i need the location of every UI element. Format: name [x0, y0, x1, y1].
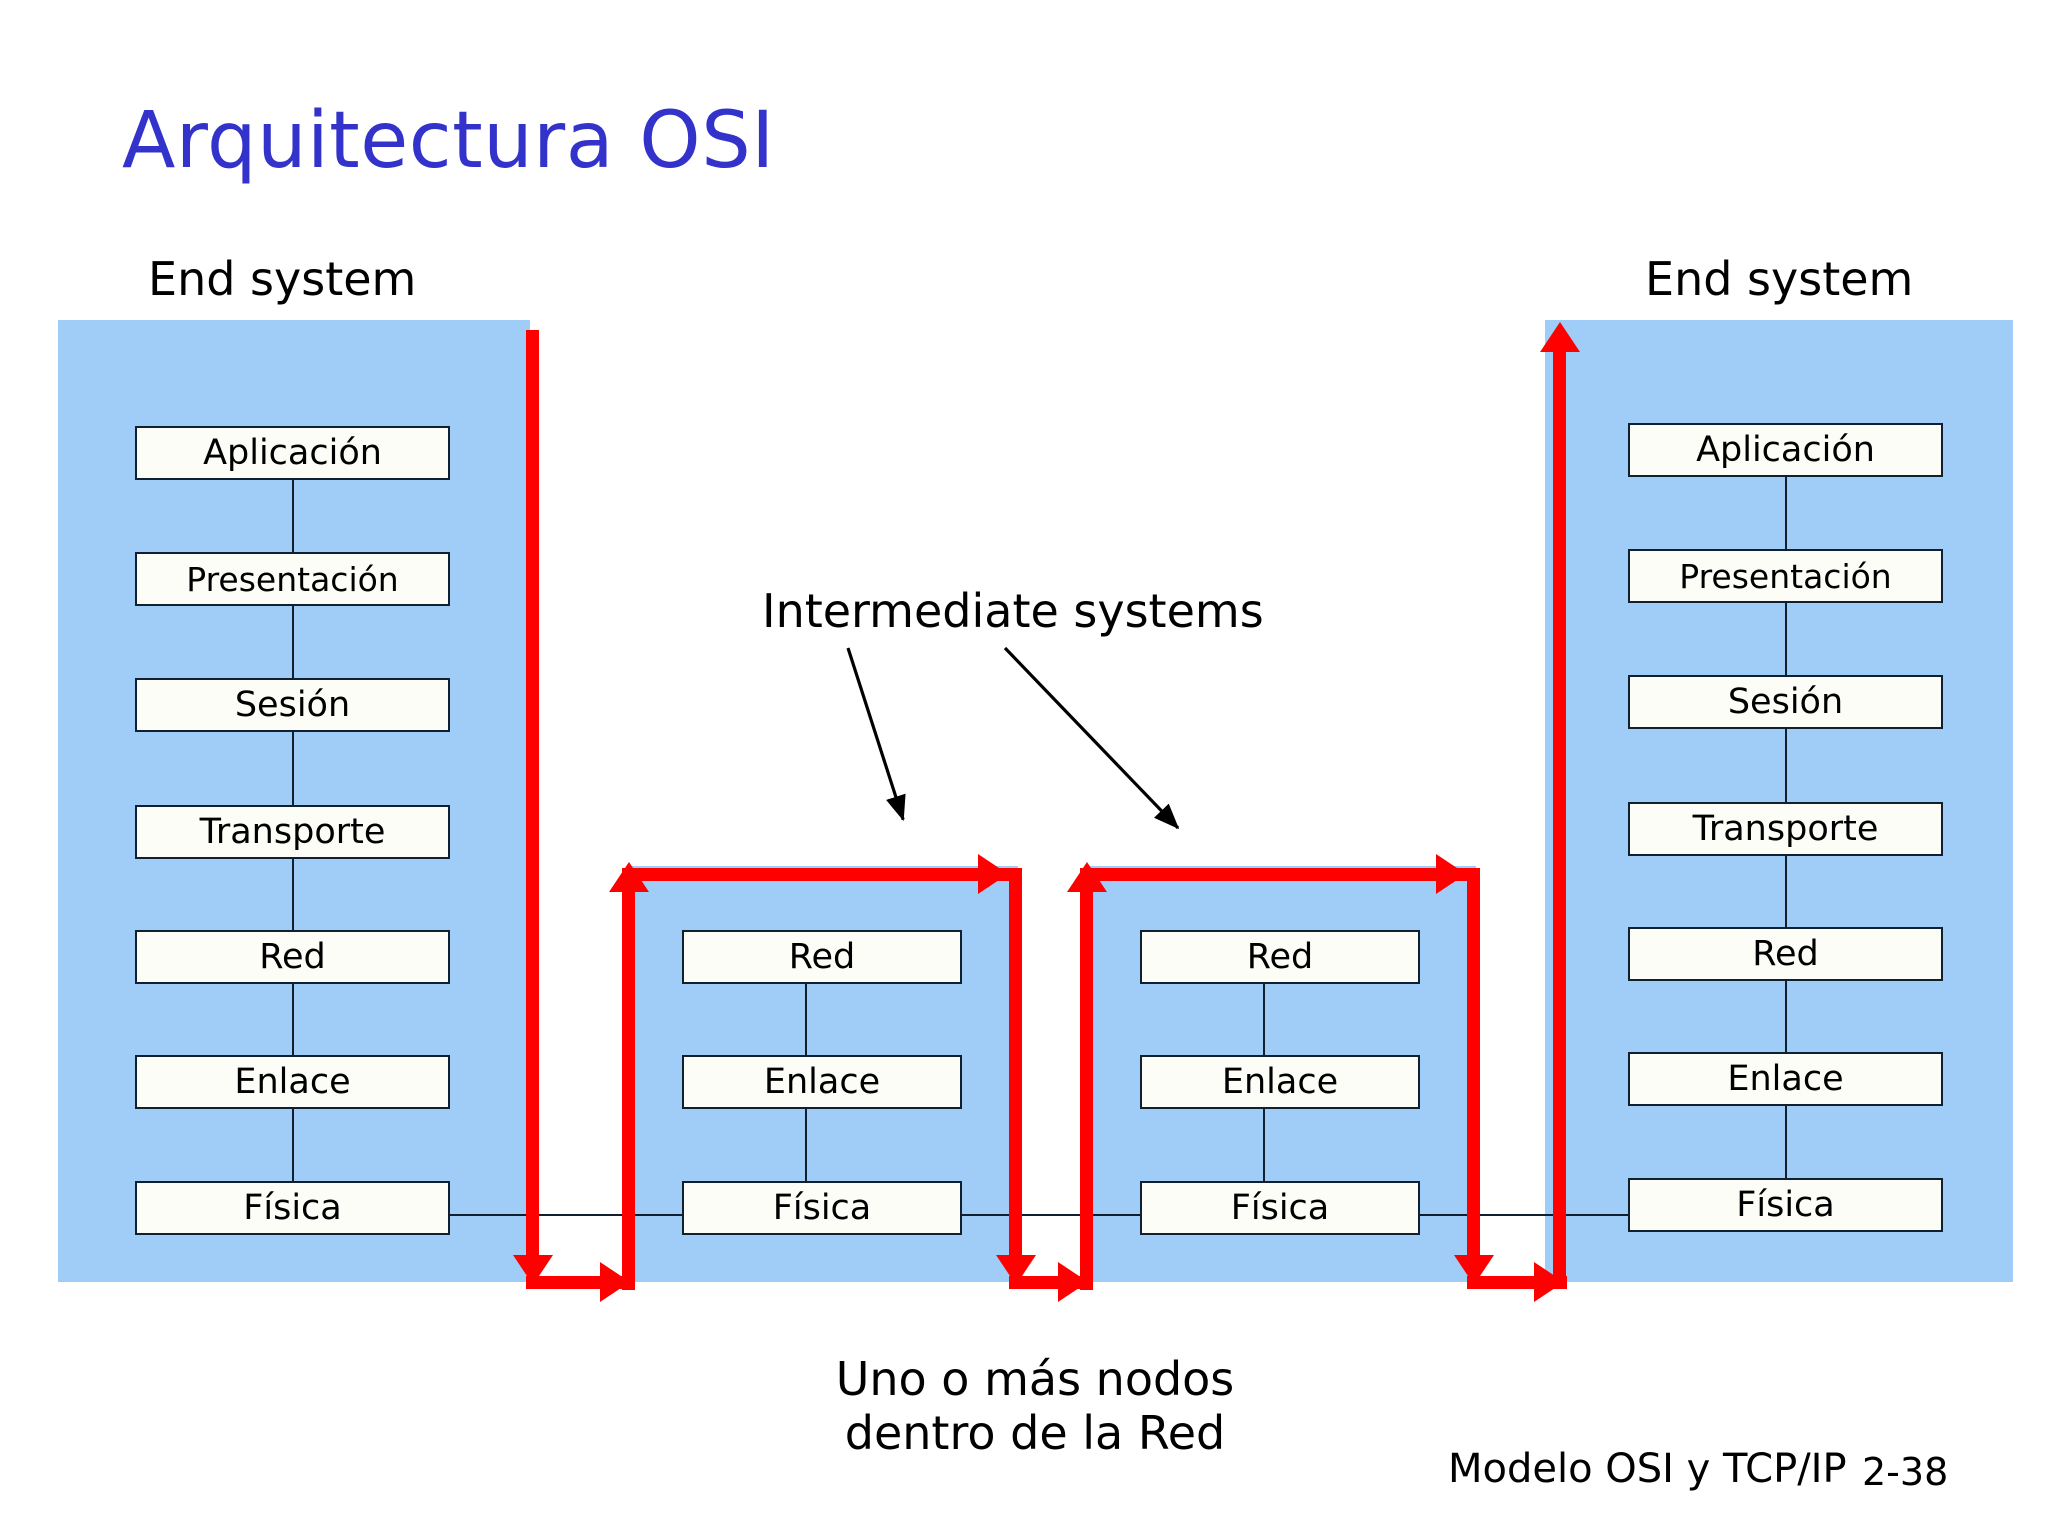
layer-box-enlace-mid2[interactable]: Enlace — [1140, 1055, 1420, 1109]
layer-connector — [292, 606, 294, 678]
layer-connector — [292, 984, 294, 1055]
layer-box-red-right[interactable]: Red — [1628, 927, 1943, 981]
callout-arrow-left — [846, 647, 906, 822]
layer-box-enlace-right[interactable]: Enlace — [1628, 1052, 1943, 1106]
layer-connector — [1785, 981, 1787, 1052]
layer-connector — [1785, 477, 1787, 549]
end-system-left-panel — [58, 320, 530, 1282]
medium-link-left — [450, 1214, 682, 1216]
end-system-right-panel — [1545, 320, 2013, 1282]
intermediate-systems-callout-arrows — [846, 646, 1180, 830]
layer-box-aplicacion-right[interactable]: Aplicación — [1628, 423, 1943, 477]
flow-arrow-down-mid2 — [1467, 868, 1480, 1260]
layer-box-red-left[interactable]: Red — [135, 930, 450, 984]
layer-box-sesion-left[interactable]: Sesión — [135, 678, 450, 732]
footer-title: Modelo OSI y TCP/IP — [1448, 1446, 1847, 1492]
flow-arrowhead-right-4 — [1436, 854, 1466, 894]
flow-arrowhead-right-2 — [978, 854, 1008, 894]
end-system-left-label: End system — [148, 252, 417, 306]
layer-box-transporte-right[interactable]: Transporte — [1628, 802, 1943, 856]
layer-box-fisica-mid1[interactable]: Física — [682, 1181, 962, 1235]
layer-connector — [1263, 1109, 1265, 1181]
layer-box-aplicacion-left[interactable]: Aplicación — [135, 426, 450, 480]
flow-arrow-up-right — [1553, 350, 1566, 1280]
flow-arrowhead-up-right — [1540, 322, 1580, 352]
layer-box-presentacion-left[interactable]: Presentación — [135, 552, 450, 606]
layer-box-red-mid1[interactable]: Red — [682, 930, 962, 984]
caption-line-2: dentro de la Red — [844, 1406, 1226, 1461]
layer-box-enlace-mid1[interactable]: Enlace — [682, 1055, 962, 1109]
caption-line-1: Uno o más nodos — [835, 1352, 1235, 1406]
intermediate-systems-label: Intermediate systems — [762, 584, 1264, 638]
flow-segment-top-mid2 — [1080, 868, 1480, 881]
layer-connector — [1785, 1106, 1787, 1178]
layer-box-presentacion-right[interactable]: Presentación — [1628, 549, 1943, 603]
layer-box-fisica-left[interactable]: Física — [135, 1181, 450, 1235]
footer-page-number: 2-38 — [1862, 1450, 1949, 1494]
layer-connector — [805, 1109, 807, 1181]
layer-connector — [1785, 729, 1787, 802]
bottom-caption: Uno o más nodos dentro de la Red — [800, 1352, 1270, 1461]
medium-link-right — [1420, 1214, 1630, 1216]
layer-box-enlace-left[interactable]: Enlace — [135, 1055, 450, 1109]
layer-box-sesion-right[interactable]: Sesión — [1628, 675, 1943, 729]
medium-link-mid — [962, 1214, 1142, 1216]
layer-connector — [292, 1109, 294, 1181]
layer-connector — [292, 480, 294, 552]
flow-segment-top-mid1 — [622, 868, 1022, 881]
layer-box-fisica-right[interactable]: Física — [1628, 1178, 1943, 1232]
layer-box-transporte-left[interactable]: Transporte — [135, 805, 450, 859]
end-system-right-label: End system — [1645, 252, 1914, 306]
flow-arrow-up-mid1 — [622, 890, 635, 1290]
layer-box-red-mid2[interactable]: Red — [1140, 930, 1420, 984]
layer-connector — [292, 859, 294, 930]
flow-arrow-down-left — [526, 330, 539, 1260]
layer-connector — [805, 984, 807, 1055]
layer-connector — [1785, 856, 1787, 927]
layer-connector — [292, 732, 294, 805]
layer-box-fisica-mid2[interactable]: Física — [1140, 1181, 1420, 1235]
layer-connector — [1263, 984, 1265, 1055]
flow-arrow-up-mid2 — [1080, 890, 1093, 1290]
flow-arrow-down-mid1 — [1009, 868, 1022, 1260]
layer-connector — [1785, 603, 1787, 675]
callout-arrow-right — [1003, 646, 1180, 830]
page-title: Arquitectura OSI — [122, 96, 775, 186]
